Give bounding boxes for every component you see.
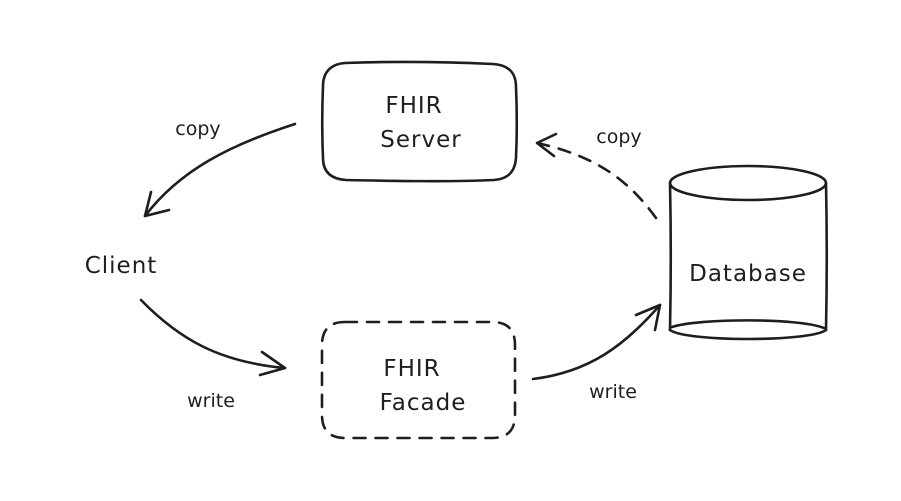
database-label: Database xyxy=(689,261,807,287)
edge-server-to-client-arrowhead xyxy=(143,190,171,218)
fhir-facade-box xyxy=(320,320,517,440)
fhir-server-box xyxy=(320,60,519,183)
client-label: Client xyxy=(85,253,158,279)
edge-client-to-facade-line xyxy=(139,298,287,370)
edge-facade-to-database: write xyxy=(531,303,662,403)
edge-client-to-facade-arrowhead xyxy=(258,350,287,377)
edge-client-to-facade: write xyxy=(139,298,287,412)
database-body xyxy=(668,181,829,332)
fhir-facade-label-line2: Facade xyxy=(380,390,467,416)
database-bottom-arc xyxy=(668,328,828,341)
edge-database-to-server-line xyxy=(535,141,658,220)
edge-server-to-client-label: copy xyxy=(175,118,220,140)
edge-facade-to-database-label: write xyxy=(589,381,637,403)
client-node[interactable]: Client xyxy=(85,253,158,279)
edge-server-to-client: copy xyxy=(143,118,297,218)
fhir-server-node[interactable]: FHIR Server xyxy=(320,60,519,183)
fhir-server-label-line2: Server xyxy=(380,127,461,153)
edge-database-to-server-arrowhead xyxy=(535,132,558,158)
edge-client-to-facade-label: write xyxy=(187,390,235,412)
edge-facade-to-database-arrowhead xyxy=(634,303,662,332)
edge-facade-to-database-line xyxy=(531,303,662,381)
fhir-facade-node[interactable]: FHIR Facade xyxy=(320,320,517,440)
edge-database-to-server: copy xyxy=(535,126,658,220)
edge-database-to-server-label: copy xyxy=(596,126,641,148)
fhir-server-label-line1: FHIR xyxy=(385,93,442,119)
database-node[interactable]: Database xyxy=(668,164,829,341)
fhir-facade-label-line1: FHIR xyxy=(383,356,440,382)
database-top-ellipse xyxy=(668,164,828,202)
database-bottom-arc-sketch xyxy=(670,319,826,330)
edge-server-to-client-line xyxy=(143,122,297,218)
